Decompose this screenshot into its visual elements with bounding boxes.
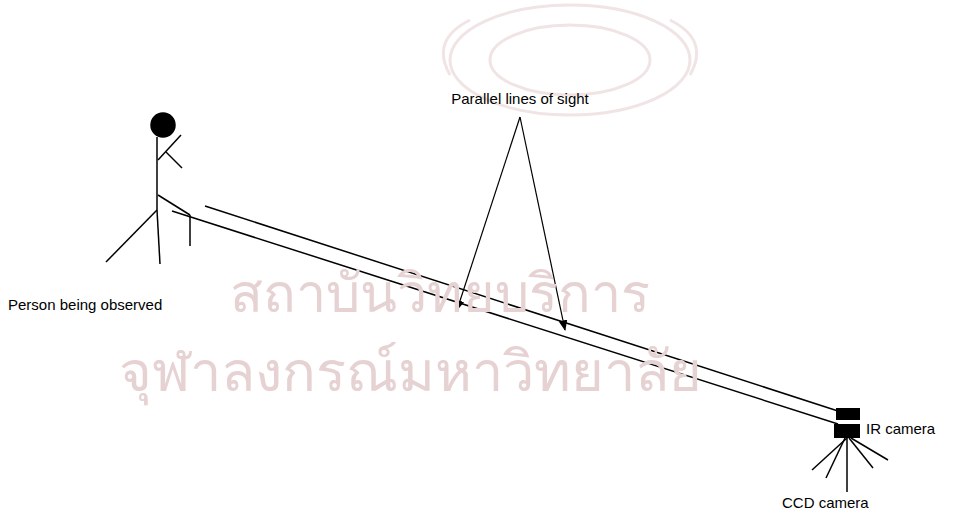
camera-label: IR camera bbox=[866, 420, 935, 437]
camera-label: CCD camera bbox=[782, 494, 869, 511]
figure-label: Person being observed bbox=[8, 296, 162, 313]
callout-label: Parallel lines of sight bbox=[451, 90, 589, 107]
watermark-text: จุฬาลงกรณ์มหาวิทยาลัย bbox=[119, 340, 702, 404]
faint-emblem bbox=[443, 5, 696, 115]
watermark-text: สถาบันวิทยบริการ bbox=[230, 262, 650, 324]
person-figure bbox=[106, 113, 190, 264]
